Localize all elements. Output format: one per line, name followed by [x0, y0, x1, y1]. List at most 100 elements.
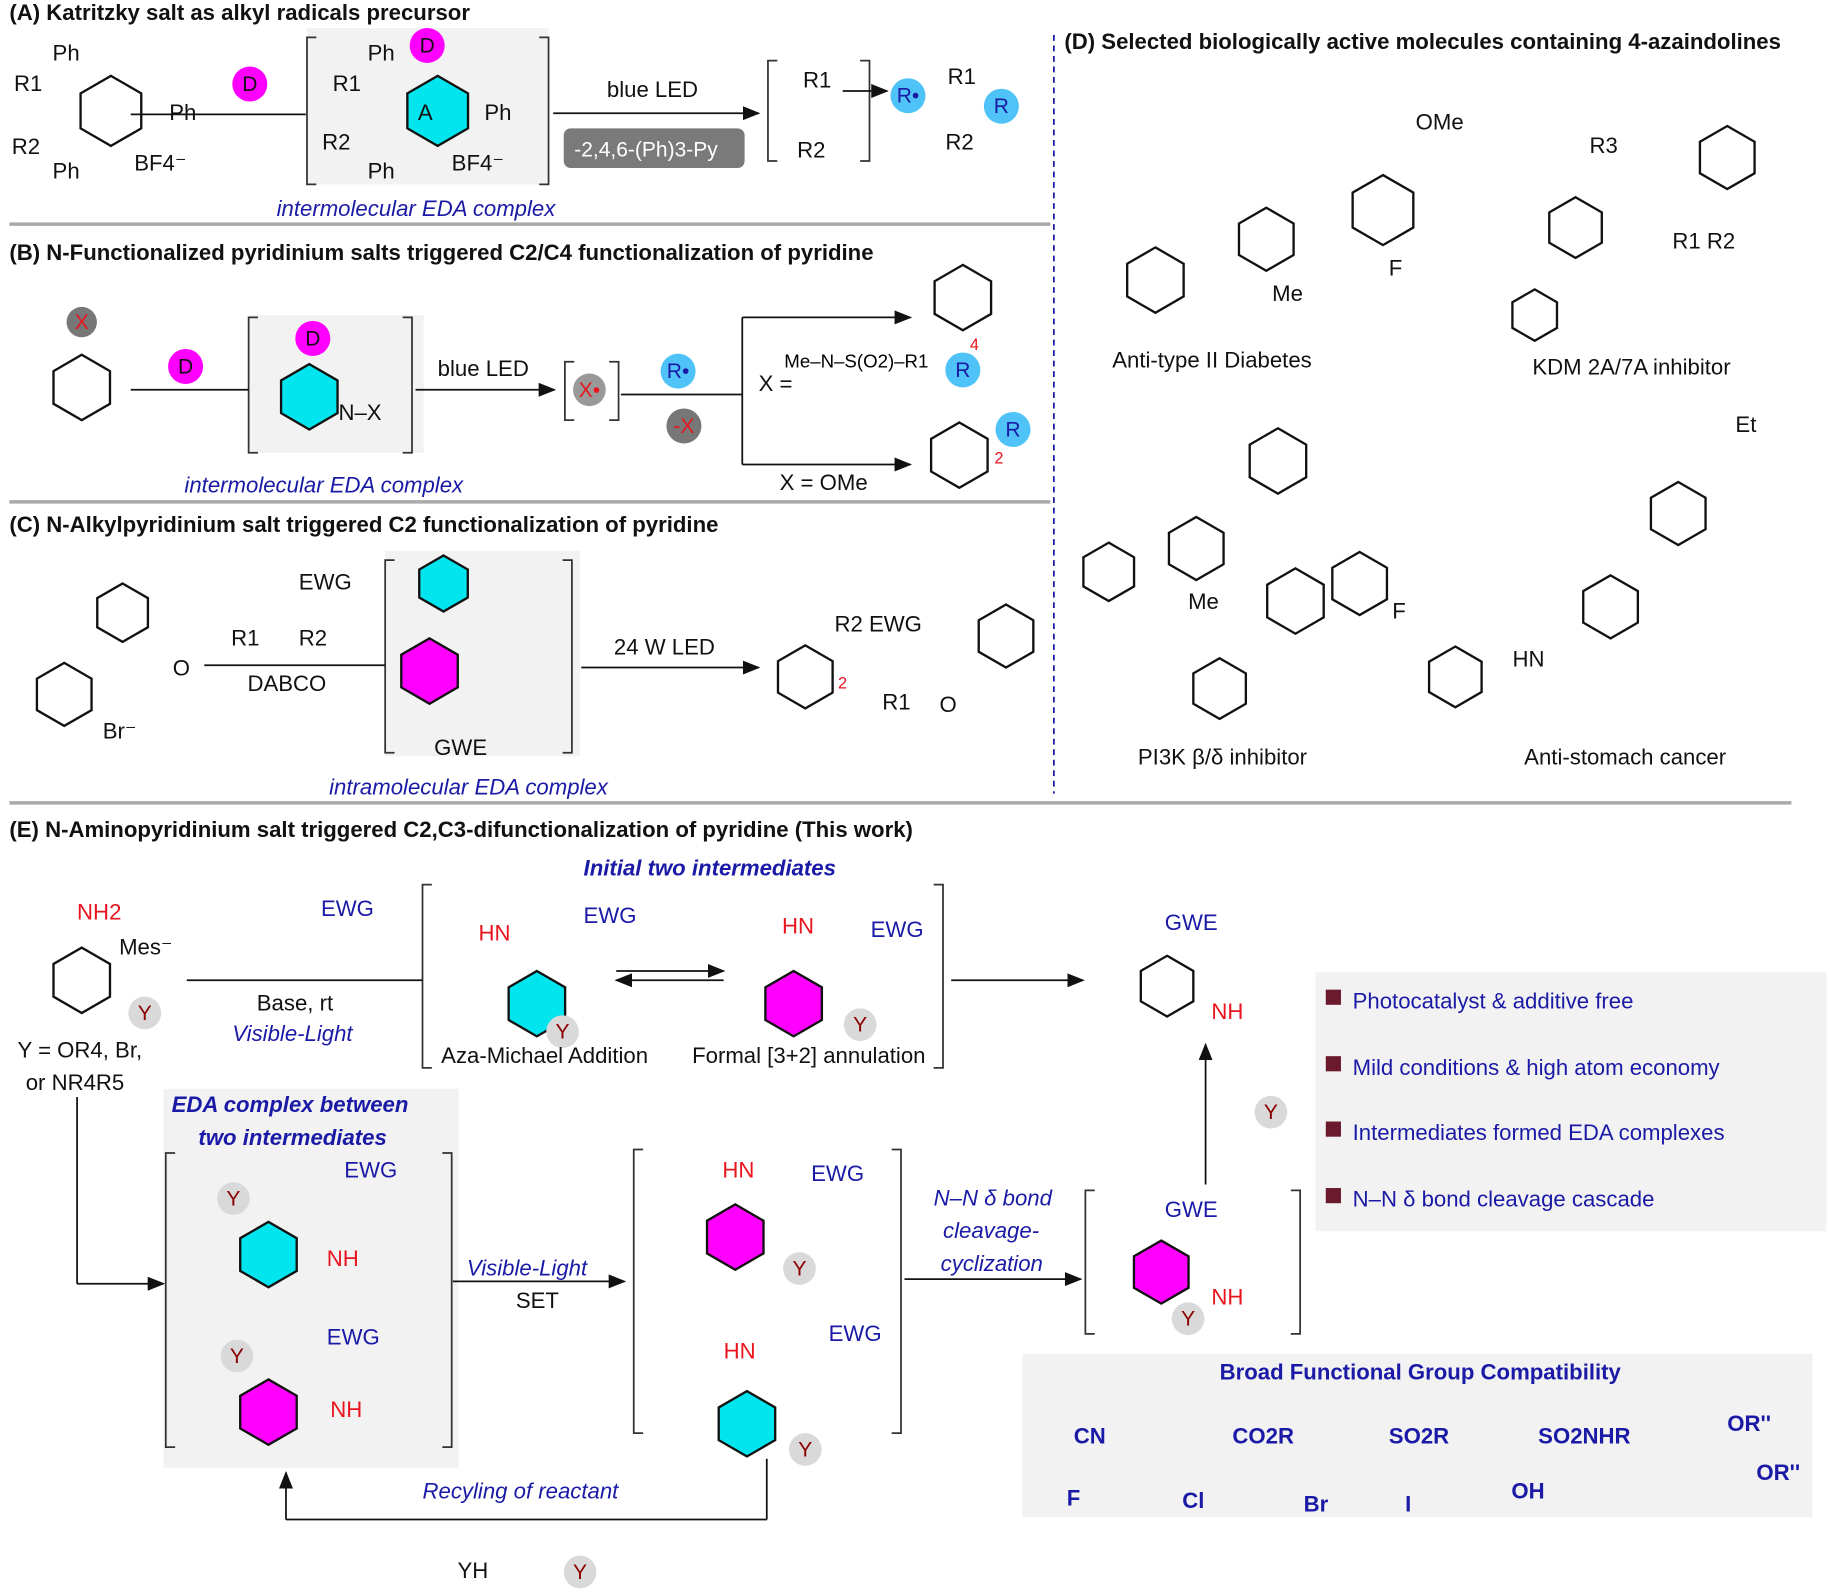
c-r1: R1: [882, 690, 910, 715]
bullet: [1325, 1121, 1341, 1137]
fg-item: Br: [1304, 1491, 1329, 1516]
d-me: Me: [1188, 589, 1219, 614]
radical-circle-label: R•: [667, 360, 690, 383]
d-molecule-label: Anti-stomach cancer: [1524, 744, 1727, 769]
ring: [1192, 656, 1248, 721]
fg-item: SO2R: [1389, 1424, 1449, 1449]
ring: [1649, 480, 1707, 547]
ring: [79, 74, 143, 148]
ring: [1132, 1239, 1190, 1305]
d-f: F: [1392, 599, 1406, 624]
donor-circle: [409, 28, 445, 64]
r-circle-label: R: [1005, 418, 1020, 441]
ring: [717, 1389, 777, 1458]
ring: [1698, 124, 1756, 191]
x-radical-circle-label: X•: [579, 379, 600, 402]
e-set: SET: [516, 1288, 560, 1313]
a-r1: R1: [333, 71, 361, 96]
e-yh: YH: [458, 1558, 489, 1583]
minus-x-circle: [666, 408, 702, 444]
ring: [1548, 195, 1603, 260]
ring: [977, 603, 1035, 669]
e-light: Visible-Light: [232, 1021, 353, 1046]
ring: [1082, 541, 1136, 603]
fg-item: CO2R: [1232, 1424, 1294, 1449]
section-c-title: (C) N-Alkylpyridinium salt triggered C2 …: [9, 512, 718, 537]
c-r2: R2: [299, 625, 327, 650]
c-r2ewg: R2 EWG: [834, 611, 921, 636]
e-nh: NH: [1211, 1285, 1243, 1310]
feature-item: Photocatalyst & additive free: [1353, 988, 1634, 1013]
ring: [239, 1220, 298, 1289]
ring: [1582, 573, 1640, 640]
fg-title: Broad Functional Group Compatibility: [1220, 1359, 1622, 1384]
c-gwe: GWE: [434, 735, 487, 760]
a-r1: R1: [14, 71, 42, 96]
ring: [1351, 173, 1415, 247]
fg-panel: [1022, 1353, 1813, 1518]
bracket: [384, 559, 573, 754]
r-circle: [995, 411, 1031, 447]
e-gwe: GWE: [1165, 1197, 1218, 1222]
features-list: Photocatalyst & additive free Mild condi…: [1325, 988, 1725, 1212]
e-mes: Mes⁻: [119, 935, 173, 960]
c-light: 24 W LED: [614, 635, 715, 660]
a-ph: Ph: [484, 100, 511, 125]
ring: [776, 644, 834, 710]
ring: [929, 421, 989, 490]
e-hn: HN: [782, 914, 814, 939]
arrows: [76, 36, 1301, 1521]
minus-x-circle-label: -X: [673, 415, 694, 438]
a-r2: R2: [322, 129, 350, 154]
e-hn: HN: [479, 921, 511, 946]
bracket: [1084, 1189, 1301, 1335]
y-circle: [128, 996, 162, 1030]
e-eda-label: EDA complex between: [172, 1092, 409, 1117]
e-base: Base, rt: [257, 991, 333, 1016]
d-molecule-label: PI3K β/δ inhibitor: [1138, 744, 1308, 769]
y-circle-label: Y: [1181, 1308, 1195, 1331]
d-molecule-label: KDM 2A/7A inhibitor: [1532, 355, 1731, 380]
b-x-eq: X =: [759, 371, 793, 396]
d-me: Me: [1272, 281, 1303, 306]
e-eda-label: two intermediates: [198, 1125, 386, 1150]
feature-item: Mild conditions & high atom economy: [1353, 1055, 1721, 1080]
b-sulfonamide: Me–N–S(O2)–R1: [784, 351, 928, 372]
x-radical-circle: [573, 373, 606, 407]
d-molecule-label: Anti-type II Diabetes: [1112, 348, 1312, 373]
y-circle: [783, 1252, 816, 1285]
x-circle: [66, 306, 97, 338]
c-r1: R1: [231, 625, 259, 650]
ring: [507, 969, 567, 1038]
a-ph: Ph: [368, 41, 395, 66]
e-ydef: Y = OR4, Br,: [18, 1037, 143, 1062]
d-ome: OMe: [1416, 110, 1464, 135]
ring: [764, 969, 824, 1038]
a-bf4: BF4⁻: [134, 150, 186, 175]
ring: [1331, 550, 1389, 617]
e-initial-label: Initial two intermediates: [584, 855, 836, 880]
a-complex-label: intermolecular EDA complex: [277, 196, 557, 221]
bracket: [767, 59, 871, 162]
bullet: [1325, 1056, 1341, 1072]
bracket: [632, 1148, 902, 1434]
y-circle-label: Y: [138, 1002, 152, 1025]
c-o: O: [173, 656, 190, 681]
e-ewg: EWG: [829, 1321, 882, 1346]
d-f: F: [1389, 255, 1403, 280]
a-bf4: BF4⁻: [452, 150, 504, 175]
y-circle: [1254, 1095, 1288, 1129]
b-light: blue LED: [438, 356, 529, 381]
section-a-title: (A) Katritzky salt as alkyl radicals pre…: [9, 0, 470, 25]
a-ph: Ph: [53, 41, 80, 66]
y-circle: [788, 1433, 822, 1466]
a-light: blue LED: [607, 77, 698, 102]
c-complex-label: intramolecular EDA complex: [329, 775, 609, 800]
y-circle-label: Y: [792, 1258, 806, 1281]
bracket: [564, 360, 620, 422]
a-r2: R2: [797, 138, 825, 163]
ring: [1125, 246, 1185, 315]
x-circle-label: X: [75, 311, 89, 334]
ring: [35, 661, 93, 728]
